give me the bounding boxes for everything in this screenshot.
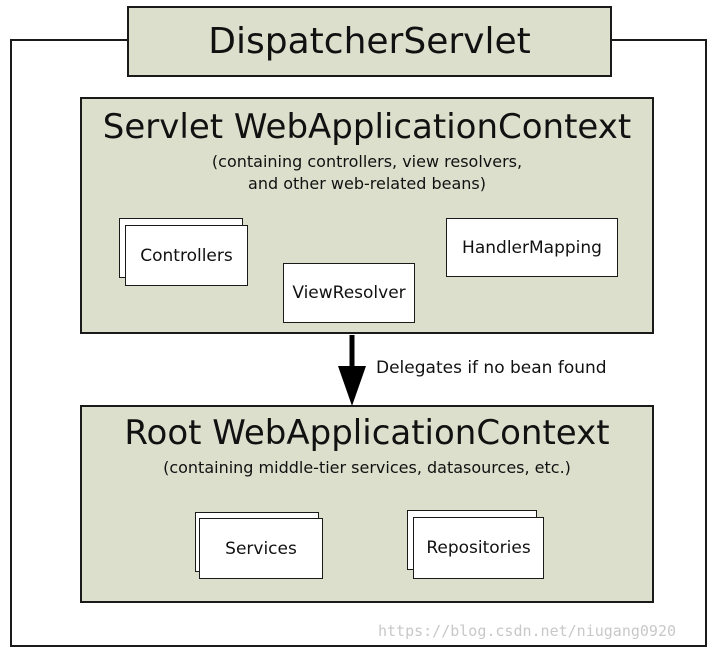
servlet-context-subtitle-line1: (containing controllers, view resolvers,	[211, 152, 523, 171]
view-resolver-label: ViewResolver	[292, 283, 406, 303]
dispatcher-servlet-label: DispatcherServlet	[208, 21, 531, 62]
controllers-bean: Controllers	[125, 225, 248, 286]
delegation-arrow-head	[338, 366, 366, 406]
delegation-arrow	[338, 335, 366, 406]
dispatcher-servlet-title: DispatcherServlet	[127, 6, 612, 77]
handler-mapping-bean: HandlerMapping	[446, 218, 618, 277]
root-web-application-context: Root WebApplicationContext (containing m…	[80, 405, 654, 603]
controllers-label: Controllers	[140, 245, 233, 266]
handler-mapping-label: HandlerMapping	[462, 237, 602, 258]
view-resolver-bean: ViewResolver	[283, 263, 415, 323]
servlet-context-title: Servlet WebApplicationContext	[102, 107, 632, 147]
services-bean: Services	[199, 518, 323, 579]
services-label: Services	[225, 538, 297, 559]
repositories-label: Repositories	[426, 538, 531, 558]
delegation-label: Delegates if no bean found	[376, 358, 607, 378]
root-context-title: Root WebApplicationContext	[124, 413, 610, 453]
servlet-context-subtitle-line2: and other web-related beans)	[248, 174, 486, 193]
root-context-subtitle: (containing middle-tier services, dataso…	[163, 458, 571, 477]
watermark-text: https://blog.csdn.net/niugang0920	[378, 622, 677, 640]
repositories-bean: Repositories	[413, 517, 544, 579]
